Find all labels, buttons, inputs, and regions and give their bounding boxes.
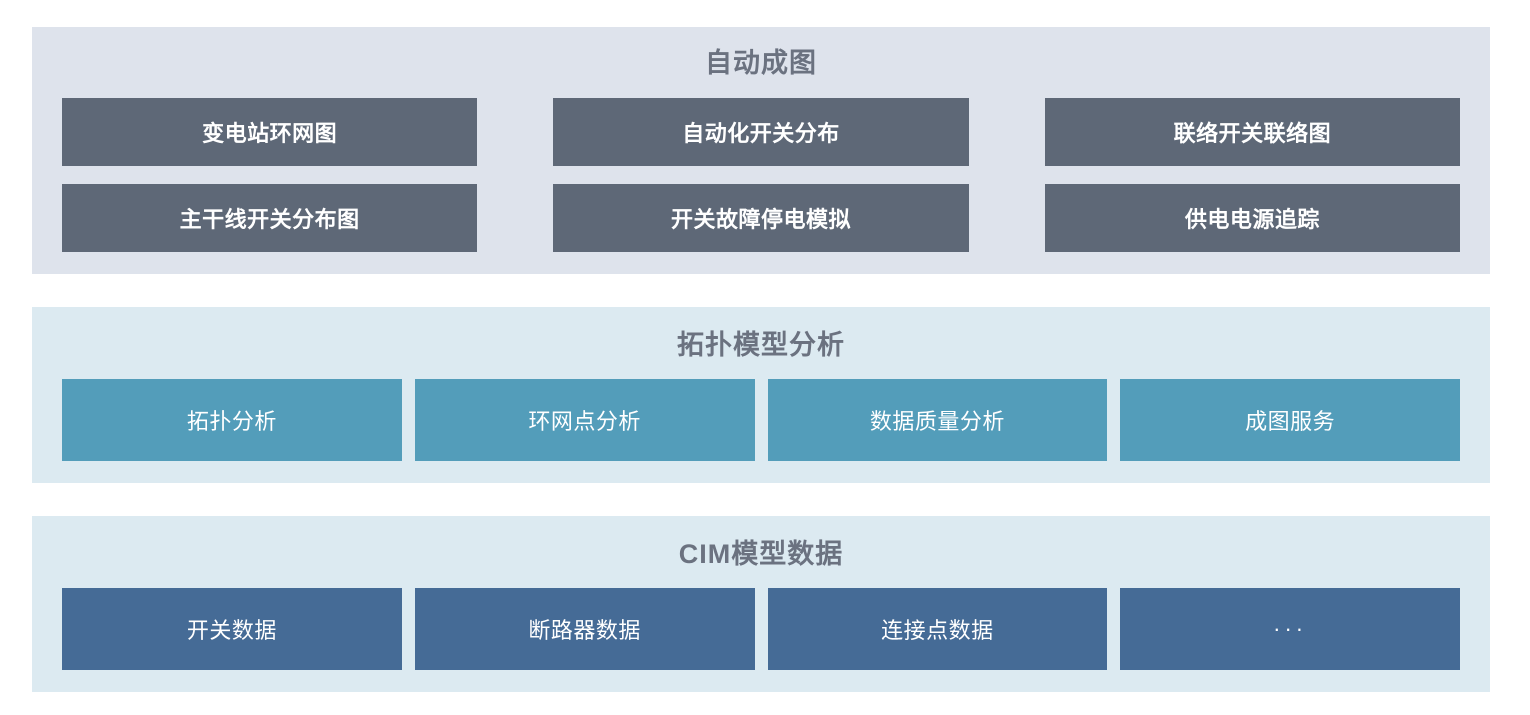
cim-row: 开关数据 断路器数据 连接点数据 ··· [62, 588, 1460, 671]
tile-circuit-breaker-data[interactable]: 断路器数据 [414, 588, 755, 671]
topology-row: 拓扑分析 环网点分析 数据质量分析 成图服务 [62, 379, 1460, 462]
section-title-automap: 自动成图 [705, 48, 817, 78]
automap-row-1: 变电站环网图 自动化开关分布 联络开关联络图 [62, 98, 1460, 167]
tile-connectivity-node-data[interactable]: 连接点数据 [767, 588, 1108, 671]
tile-trunk-line-switch-distribution-map[interactable]: 主干线开关分布图 [62, 184, 478, 253]
automap-row-2: 主干线开关分布图 开关故障停电模拟 供电电源追踪 [62, 184, 1460, 253]
section-title-cim: CIM模型数据 [678, 539, 844, 570]
section-automap: 自动成图 变电站环网图 自动化开关分布 联络开关联络图 主干线开关分布图 开关故… [32, 27, 1490, 275]
tile-tie-switch-connection-diagram[interactable]: 联络开关联络图 [1044, 98, 1460, 167]
tile-power-supply-tracing[interactable]: 供电电源追踪 [1044, 184, 1460, 253]
tile-mapping-service[interactable]: 成图服务 [1120, 379, 1460, 462]
tile-topology-analysis[interactable]: 拓扑分析 [62, 379, 402, 462]
section-topology-model-analysis: 拓扑模型分析 拓扑分析 环网点分析 数据质量分析 成图服务 [32, 307, 1490, 484]
tile-switch-fault-outage-simulation[interactable]: 开关故障停电模拟 [553, 184, 969, 253]
section-title-topology: 拓扑模型分析 [677, 330, 845, 361]
tile-more-data[interactable]: ··· [1120, 588, 1460, 671]
tile-substation-ring-diagram[interactable]: 变电站环网图 [62, 98, 478, 167]
tile-automation-switch-distribution[interactable]: 自动化开关分布 [553, 98, 969, 167]
tile-switch-data[interactable]: 开关数据 [62, 588, 402, 671]
tile-ring-network-point-analysis[interactable]: 环网点分析 [414, 379, 755, 462]
architecture-diagram: 自动成图 变电站环网图 自动化开关分布 联络开关联络图 主干线开关分布图 开关故… [32, 27, 1490, 693]
section-cim-model-data: CIM模型数据 开关数据 断路器数据 连接点数据 ··· [32, 516, 1490, 693]
tile-data-quality-analysis[interactable]: 数据质量分析 [767, 379, 1108, 462]
